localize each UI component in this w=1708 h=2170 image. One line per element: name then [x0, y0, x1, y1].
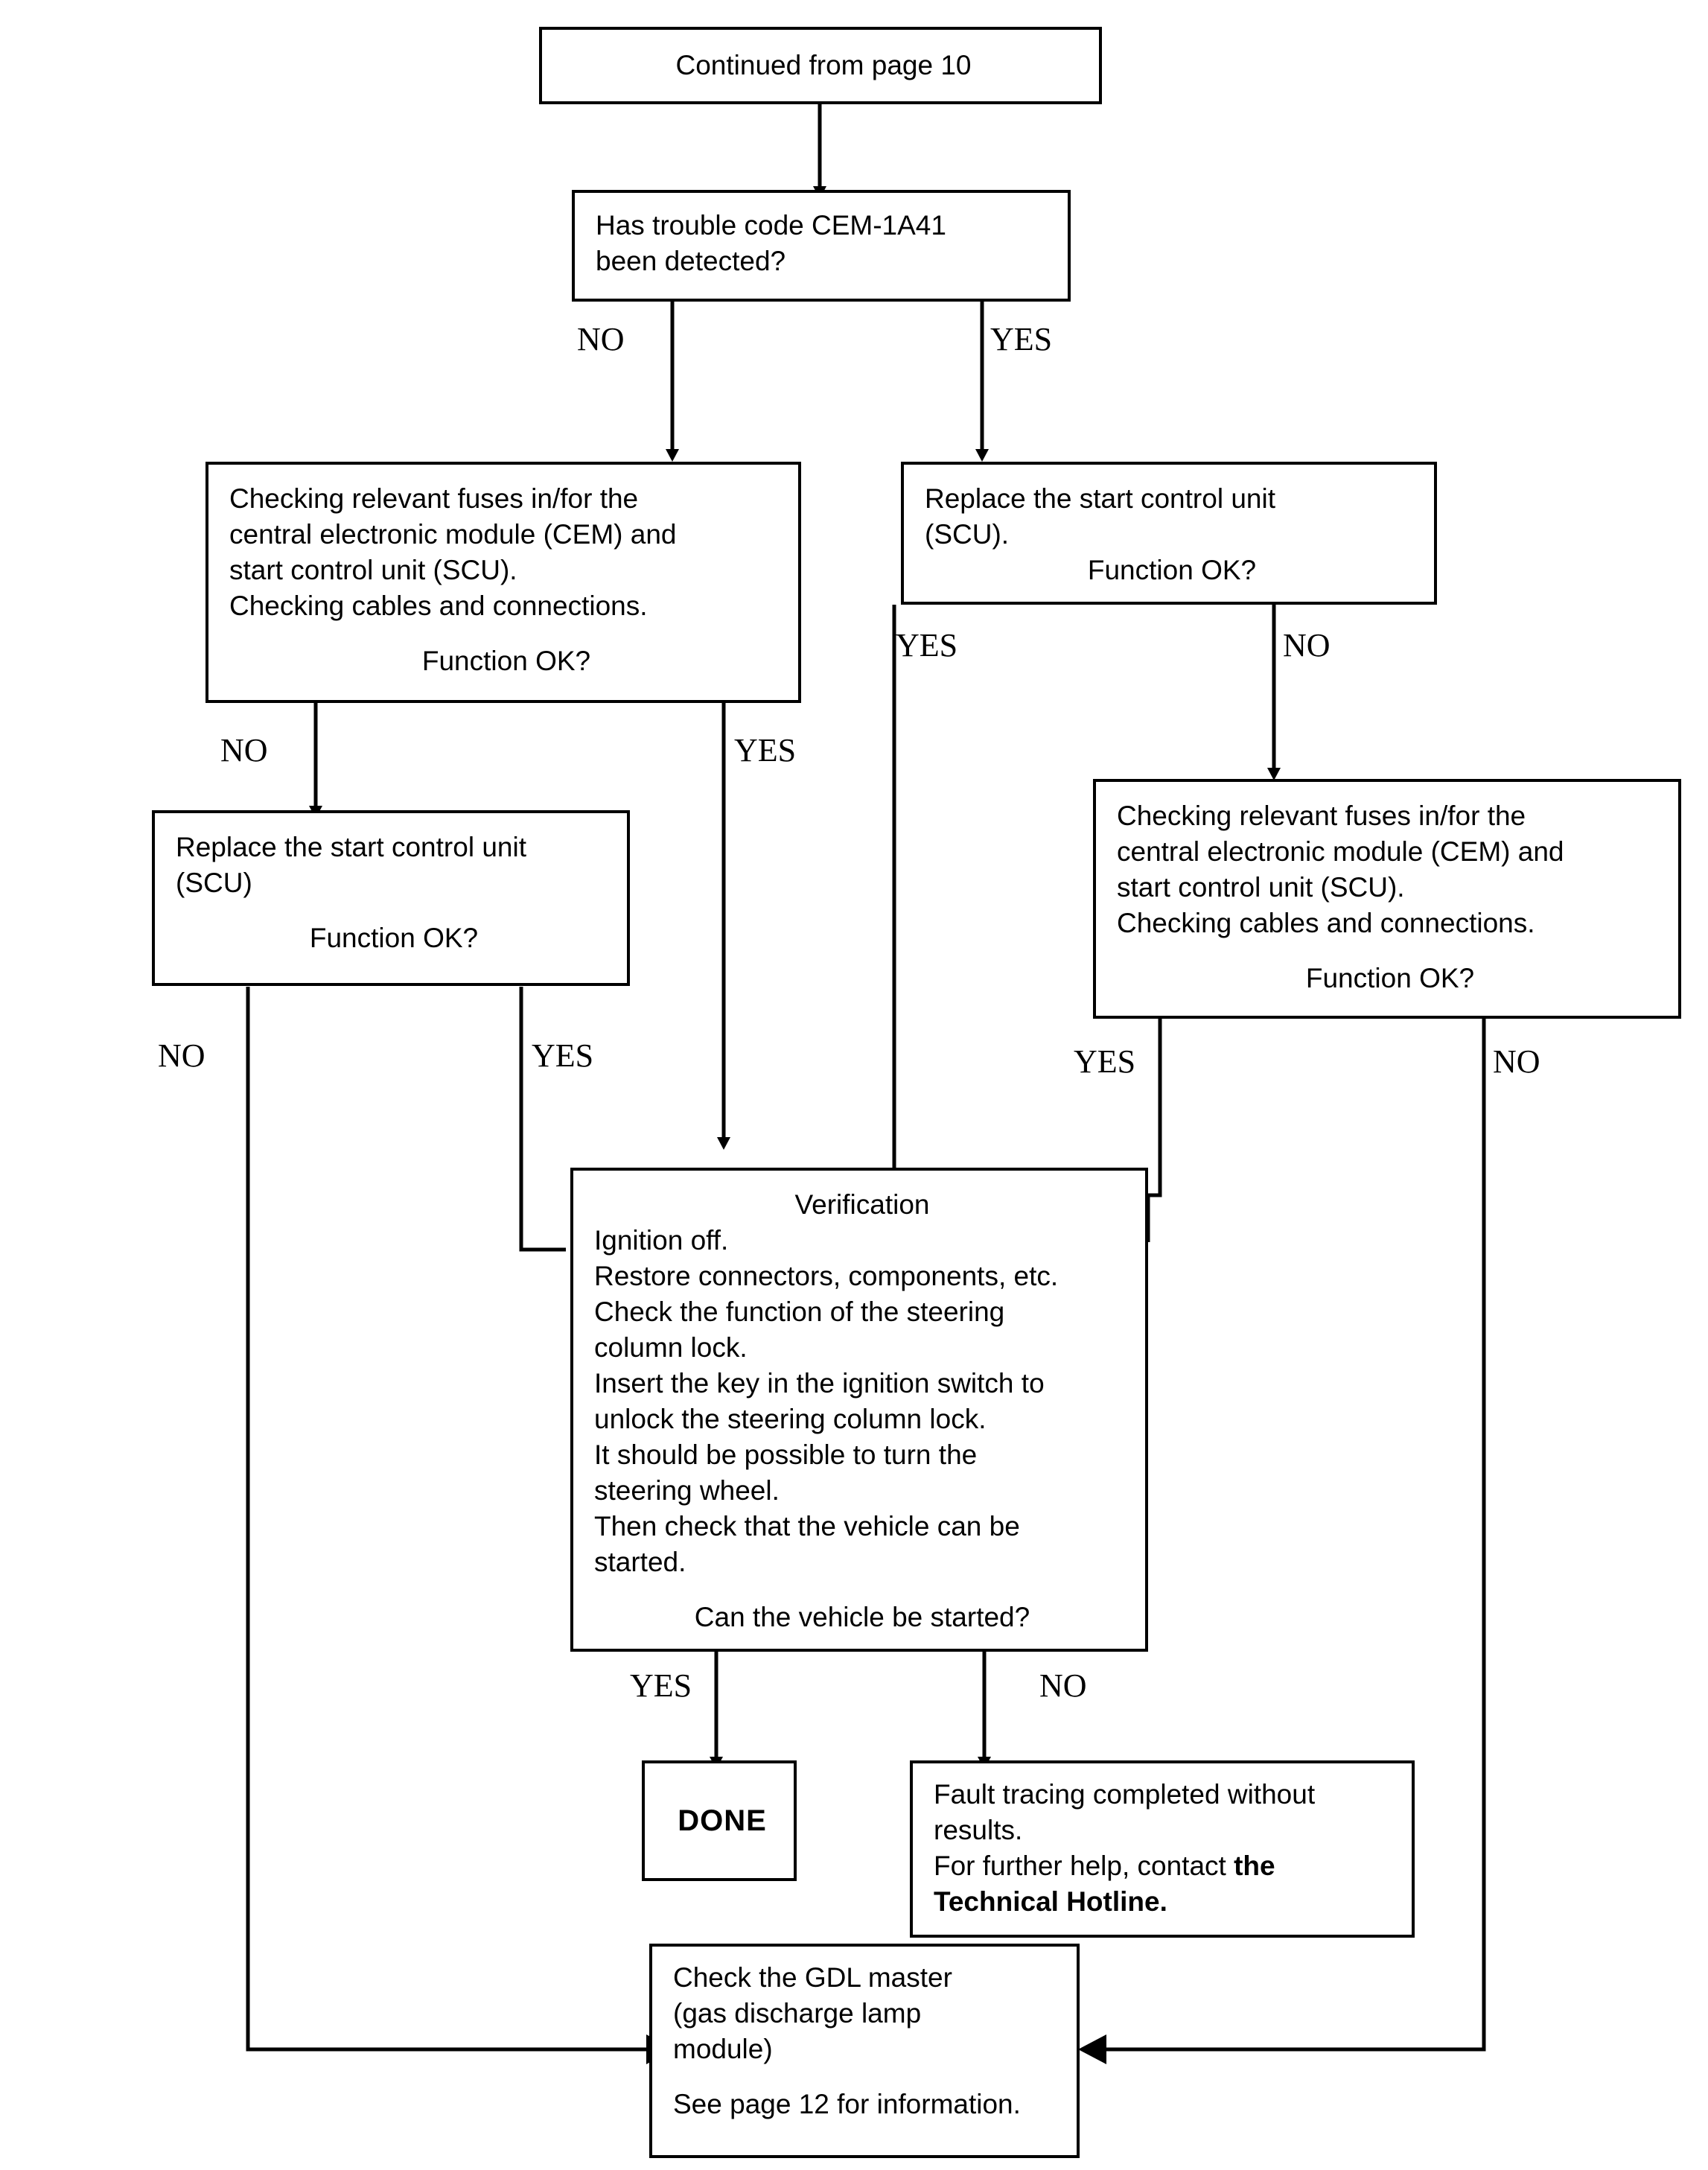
- fault-line-2: results.: [934, 1815, 1023, 1845]
- verification-line-8: steering wheel.: [594, 1475, 780, 1506]
- edge-replace-left-yes: [519, 987, 566, 1252]
- fuses-right-line-1: Checking relevant fuses in/for the: [1117, 801, 1526, 831]
- verification-line-1: Ignition off.: [594, 1225, 729, 1256]
- verification-line-6: unlock the steering column lock.: [594, 1404, 987, 1434]
- replace-right-question: Function OK?: [1087, 555, 1257, 585]
- replace-right-line-2: (SCU).: [925, 519, 1010, 550]
- edge-label-replace-right-no: NO: [1283, 627, 1331, 664]
- fuses-left-line-2: central electronic module (CEM) and: [229, 519, 677, 550]
- replace-left-line-2: (SCU): [176, 868, 252, 898]
- node-checking-fuses-left: Checking relevant fuses in/for the centr…: [205, 462, 801, 703]
- verification-title: Verification: [794, 1189, 930, 1220]
- verification-line-9: Then check that the vehicle can be: [594, 1511, 1020, 1541]
- trouble-line-2: been detected?: [596, 246, 786, 276]
- verification-question: Can the vehicle be started?: [694, 1602, 1030, 1632]
- replace-left-question: Function OK?: [309, 923, 479, 953]
- trouble-line-1: Has trouble code CEM-1A41: [596, 210, 946, 241]
- edge-fuses-right-yes: [1148, 1018, 1162, 1197]
- verification-line-10: started.: [594, 1547, 686, 1577]
- gdl-line-2: (gas discharge lamp: [673, 1998, 922, 2029]
- gdl-line-3: module): [673, 2034, 773, 2064]
- fuses-left-question: Function OK?: [421, 646, 591, 676]
- edge-label-fuses-left-no: NO: [220, 732, 268, 769]
- verification-line-2: Restore connectors, components, etc.: [594, 1261, 1059, 1291]
- edge-label-fuses-left-yes: YES: [734, 732, 797, 769]
- verification-line-7: It should be possible to turn the: [594, 1439, 978, 1470]
- node-trouble-code-question: Has trouble code CEM-1A41 been detected?: [572, 190, 1071, 302]
- arrow-into-gdl-right: [1078, 2034, 1106, 2064]
- fault-line-3: For further help, contact the: [934, 1848, 1397, 1884]
- gdl-note: See page 12 for information.: [673, 2089, 1021, 2119]
- edge-label-verification-no: NO: [1039, 1667, 1087, 1704]
- fuses-right-question: Function OK?: [1305, 963, 1475, 993]
- edge-label-fuses-right-yes: YES: [1074, 1043, 1136, 1080]
- edge-label-trouble-no: NO: [577, 321, 625, 357]
- node-continued-from-page: Continued from page 10: [539, 27, 1102, 104]
- edge-label-replace-right-yes: YES: [896, 627, 958, 664]
- fault-line-3-bold: the: [1234, 1851, 1275, 1881]
- fuses-right-line-4: Checking cables and connections.: [1117, 908, 1535, 938]
- gdl-line-1: Check the GDL master: [673, 1962, 952, 1993]
- verification-line-3: Check the function of the steering: [594, 1296, 1005, 1327]
- edge-label-verification-yes: YES: [630, 1667, 692, 1704]
- edge-label-trouble-yes: YES: [990, 321, 1053, 357]
- node-checking-fuses-right: Checking relevant fuses in/for the centr…: [1093, 779, 1681, 1019]
- continued-text: Continued from page 10: [675, 50, 972, 80]
- node-verification: Verification Ignition off. Restore conne…: [570, 1168, 1148, 1652]
- fuses-left-line-3: start control unit (SCU).: [229, 555, 517, 585]
- verification-line-5: Insert the key in the ignition switch to: [594, 1368, 1045, 1399]
- fuses-right-line-3: start control unit (SCU).: [1117, 872, 1405, 903]
- edge-label-fuses-right-no: NO: [1493, 1043, 1540, 1080]
- node-fault-tracing: Fault tracing completed without results.…: [910, 1760, 1415, 1938]
- fault-line-4: Technical Hotline.: [934, 1884, 1397, 1920]
- fuses-left-line-4: Checking cables and connections.: [229, 591, 648, 621]
- done-text: DONE: [678, 1804, 767, 1837]
- replace-right-line-1: Replace the start control unit: [925, 483, 1275, 514]
- fault-line-4-bold: Technical Hotline.: [934, 1886, 1167, 1917]
- fuses-left-line-1: Checking relevant fuses in/for the: [229, 483, 639, 514]
- node-done: DONE: [642, 1760, 797, 1881]
- verification-line-4: column lock.: [594, 1332, 748, 1363]
- node-replace-scu-right: Replace the start control unit (SCU). Fu…: [901, 462, 1437, 605]
- edge-label-replace-left-no: NO: [158, 1037, 205, 1074]
- edge-label-replace-left-yes: YES: [532, 1037, 594, 1074]
- fault-line-1: Fault tracing completed without: [934, 1779, 1316, 1810]
- fuses-right-line-2: central electronic module (CEM) and: [1117, 836, 1564, 867]
- fault-line-3-normal: For further help, contact: [934, 1851, 1234, 1881]
- replace-left-line-1: Replace the start control unit: [176, 832, 526, 862]
- node-check-gdl-master: Check the GDL master (gas discharge lamp…: [649, 1944, 1080, 2158]
- node-replace-scu-left: Replace the start control unit (SCU) Fun…: [152, 810, 630, 986]
